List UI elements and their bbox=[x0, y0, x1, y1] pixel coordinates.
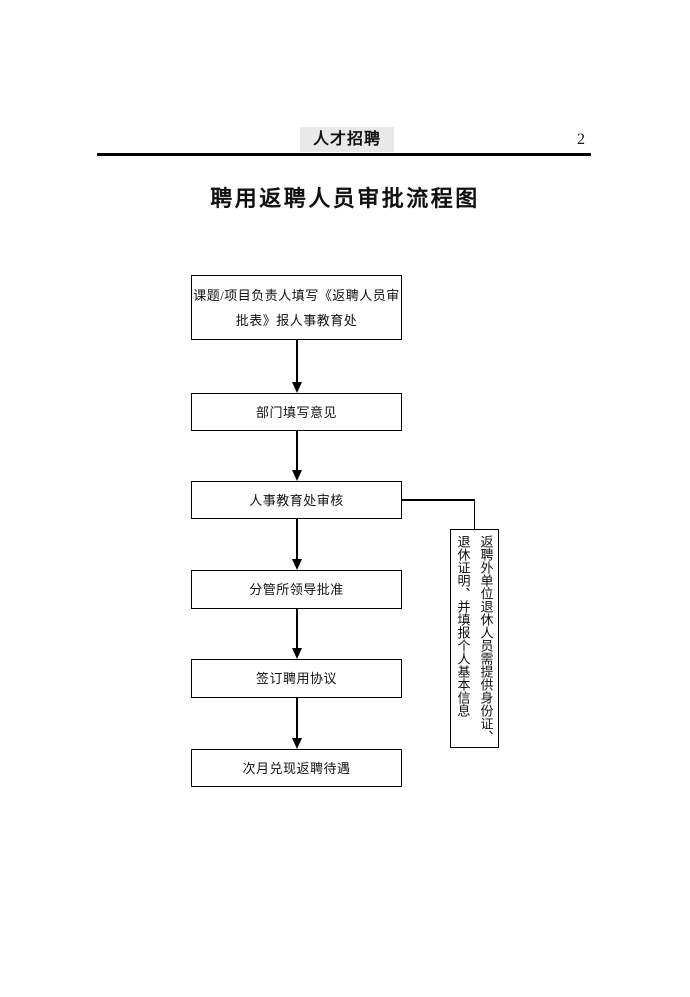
flow-step-sign-agreement: 签订聘用协议 bbox=[191, 659, 402, 698]
arrow-down-icon bbox=[291, 648, 302, 659]
flow-step-leader-approval: 分管所领导批准 bbox=[191, 570, 402, 609]
arrow-down-icon bbox=[291, 738, 302, 749]
flow-arrow bbox=[291, 698, 302, 749]
side-note-box: 返聘外单位退休人员需提供身份证、 退休证明、并填报个人基本信息 bbox=[450, 529, 499, 748]
side-note-text: 返聘外单位退休人员需提供身份证、 退休证明、并填报个人基本信息 bbox=[455, 535, 494, 743]
arrow-down-icon bbox=[291, 470, 302, 481]
flow-step-label: 课题/项目负责人填写《返聘人员审 批表》报人事教育处 bbox=[193, 287, 400, 328]
arrow-down-icon bbox=[291, 382, 302, 393]
arrow-shaft bbox=[295, 519, 298, 559]
flow-step-fill-approval-form: 课题/项目负责人填写《返聘人员审 批表》报人事教育处 bbox=[191, 275, 402, 340]
flow-arrow bbox=[291, 340, 302, 393]
arrow-shaft bbox=[295, 609, 298, 648]
header-section-label: 人才招聘 bbox=[300, 127, 394, 152]
flow-step-label: 次月兑现返聘待遇 bbox=[242, 760, 351, 776]
flow-step-department-opinion: 部门填写意见 bbox=[191, 393, 402, 431]
connector-horizontal bbox=[402, 499, 475, 501]
flow-step-hr-review: 人事教育处审核 bbox=[191, 481, 402, 519]
flow-step-benefits-paid: 次月兑现返聘待遇 bbox=[191, 749, 402, 787]
flow-arrow bbox=[291, 431, 302, 481]
header-rule bbox=[97, 153, 591, 156]
flow-step-label: 签订聘用协议 bbox=[255, 671, 337, 686]
flow-step-label: 人事教育处审核 bbox=[249, 492, 344, 508]
flow-arrow bbox=[291, 609, 302, 659]
page-number: 2 bbox=[577, 131, 585, 148]
flow-step-label: 部门填写意见 bbox=[255, 404, 337, 420]
connector-vertical bbox=[473, 499, 475, 529]
flow-arrow bbox=[291, 519, 302, 570]
arrow-down-icon bbox=[291, 559, 302, 570]
page-title: 聘用返聘人员审批流程图 bbox=[210, 186, 480, 211]
flow-step-label: 分管所领导批准 bbox=[249, 582, 344, 597]
arrow-shaft bbox=[295, 698, 298, 738]
arrow-shaft bbox=[295, 340, 298, 382]
arrow-shaft bbox=[295, 431, 298, 470]
